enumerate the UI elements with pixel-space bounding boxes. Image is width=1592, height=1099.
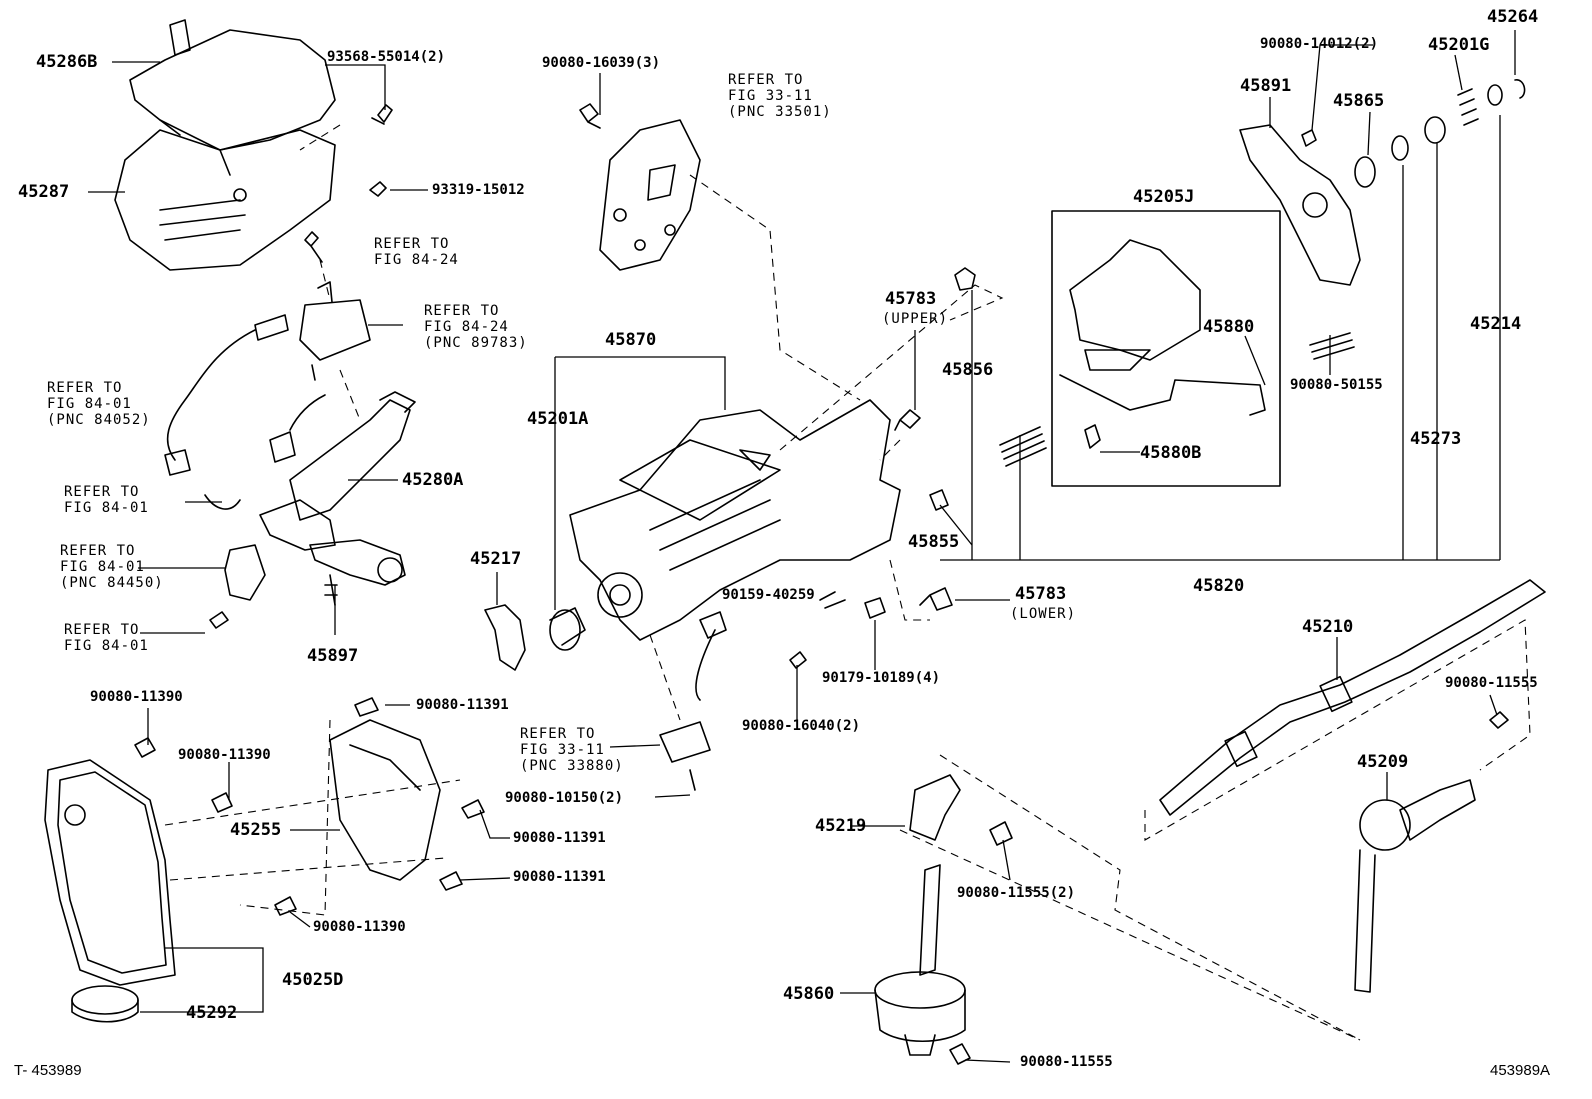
label-45292: 45292 — [186, 1003, 238, 1023]
label-45897: 45897 — [307, 646, 359, 666]
label-45273: 45273 — [1410, 429, 1462, 449]
label-45286B: 45286B — [36, 52, 98, 72]
footer-left-code: T- 453989 — [14, 1062, 82, 1079]
main-column-bracket — [569, 399, 901, 641]
label-90080-11555-a: 90080-11555 — [1445, 675, 1538, 691]
label-90080-50155: 90080-50155 — [1290, 377, 1383, 393]
label-45820: 45820 — [1193, 576, 1245, 596]
label-45783-upper: 45783 — [885, 289, 937, 309]
label-45209: 45209 — [1357, 752, 1409, 772]
label-45201G: 45201G — [1428, 35, 1490, 55]
label-45205J: 45205J — [1133, 187, 1195, 207]
label-45264: 45264 — [1487, 7, 1539, 27]
footer-right-code: 453989A — [1490, 1062, 1551, 1079]
tilt-bracket-upper — [599, 119, 701, 271]
label-45280A: 45280A — [402, 470, 464, 490]
label-45880: 45880 — [1203, 317, 1255, 337]
label-90080-11391-c: 90080-11391 — [513, 869, 606, 885]
label-93568-55014: 93568-55014(2) — [327, 49, 446, 65]
detail-box-45205J — [1051, 210, 1281, 487]
label-45210: 45210 — [1302, 617, 1354, 637]
steering-shaft-lower — [874, 864, 971, 1065]
lower-column-cover — [114, 129, 336, 271]
tag-upper: (UPPER) — [882, 311, 949, 327]
label-90080-16040: 90080-16040(2) — [742, 718, 861, 734]
label-90080-14012: 90080-14012(2) — [1260, 36, 1379, 52]
label-45865: 45865 — [1333, 91, 1385, 111]
label-45783-lower: 45783 — [1015, 584, 1067, 604]
label-45025D: 45025D — [282, 970, 344, 990]
label-93319-15012: 93319-15012 — [432, 182, 525, 198]
label-90080-11555-c: 90080-11555 — [1020, 1054, 1113, 1070]
tag-lower: (LOWER) — [1010, 606, 1077, 622]
label-45891: 45891 — [1240, 76, 1292, 96]
lock-housing — [259, 391, 416, 586]
label-90080-11391-b: 90080-11391 — [513, 830, 606, 846]
dash-boot — [44, 759, 176, 986]
label-90080-11390-a: 90080-11390 — [90, 689, 183, 705]
label-90080-11390-b: 90080-11390 — [178, 747, 271, 763]
label-90080-11555-b: 90080-11555(2) — [957, 885, 1076, 901]
label-90080-11391-a: 90080-11391 — [416, 697, 509, 713]
label-90159-40259: 90159-40259 — [722, 587, 815, 603]
label-45880B: 45880B — [1140, 443, 1202, 463]
label-45219: 45219 — [815, 816, 867, 836]
label-90080-16039: 90080-16039(3) — [542, 55, 661, 71]
label-90179-10189: 90179-10189(4) — [822, 670, 941, 686]
label-45287: 45287 — [18, 182, 70, 202]
label-45860: 45860 — [783, 984, 835, 1004]
label-45855: 45855 — [908, 532, 960, 552]
label-45870: 45870 — [605, 330, 657, 350]
steering-shaft — [1159, 579, 1546, 816]
label-45214: 45214 — [1470, 314, 1522, 334]
upper-column-cover — [129, 19, 336, 176]
label-45255: 45255 — [230, 820, 282, 840]
label-45217: 45217 — [470, 549, 522, 569]
label-90080-11390-c: 90080-11390 — [313, 919, 406, 935]
label-90080-10150: 90080-10150(2) — [505, 790, 624, 806]
label-45201A: 45201A — [527, 409, 589, 429]
switch-module — [299, 281, 371, 381]
label-45856: 45856 — [942, 360, 994, 380]
